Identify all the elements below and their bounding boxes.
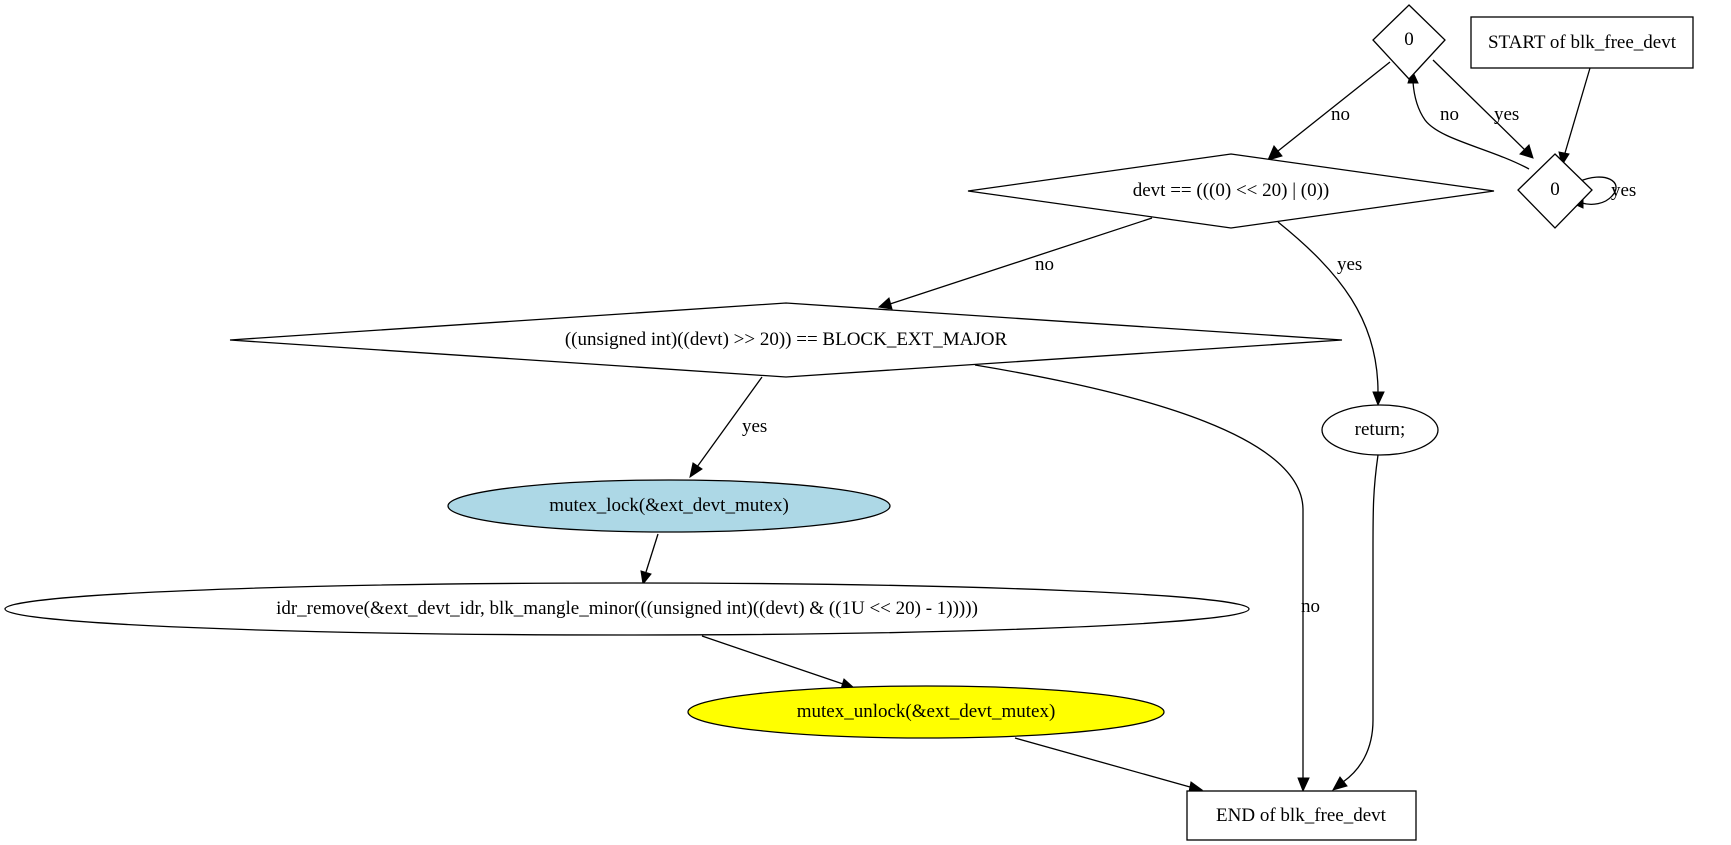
node-label: 0 (1404, 29, 1414, 50)
edge-start-to-loop (1558, 67, 1591, 167)
edge-label-yes: yes (1611, 180, 1636, 201)
node-return: return; (1321, 404, 1439, 456)
node-label: END of blk_free_devt (1216, 805, 1387, 826)
node-cond-top: 0 (1372, 4, 1446, 80)
node-label: return; (1355, 419, 1406, 440)
node-cond-loop: 0 (1517, 153, 1593, 229)
node-label: idr_remove(&ext_devt_idr, blk_mangle_min… (276, 598, 978, 619)
node-cond-devt: devt == (((0) << 20) | (0)) (967, 153, 1495, 229)
edge-label-no: no (1301, 596, 1320, 617)
edge-label-yes: yes (1494, 104, 1519, 125)
edge-loop-to-top-no: no (1407, 68, 1530, 170)
node-mutex-unlock: mutex_unlock(&ext_devt_mutex) (687, 685, 1165, 739)
node-start: START of blk_free_devt (1470, 16, 1694, 69)
node-cond-major: ((unsigned int)((devt) >> 20)) == BLOCK_… (229, 302, 1343, 378)
edge-idr-to-unlock (701, 635, 856, 690)
edge-major-to-lock-yes: yes (689, 376, 767, 479)
edge-top-to-devt-no: no (1267, 61, 1391, 161)
node-mutex-lock: mutex_lock(&ext_devt_mutex) (447, 479, 891, 533)
edge-label-no: no (1035, 254, 1054, 275)
node-label: mutex_unlock(&ext_devt_mutex) (797, 701, 1056, 722)
edge-unlock-to-end (1014, 737, 1204, 793)
edge-label-no: no (1440, 104, 1459, 125)
edge-devt-to-return-yes: yes (1277, 221, 1385, 407)
edge-label-no: no (1331, 104, 1350, 125)
edge-major-to-end-no: no (974, 364, 1320, 793)
edge-label-yes: yes (742, 416, 767, 437)
node-label: mutex_lock(&ext_devt_mutex) (549, 495, 789, 516)
node-label: devt == (((0) << 20) | (0)) (1133, 180, 1330, 201)
node-label: START of blk_free_devt (1488, 32, 1677, 53)
node-label: 0 (1550, 179, 1560, 200)
node-label: ((unsigned int)((devt) >> 20)) == BLOCK_… (565, 329, 1008, 350)
edge-devt-to-major-no: no (877, 217, 1153, 310)
node-idr-remove: idr_remove(&ext_devt_idr, blk_mangle_min… (4, 582, 1250, 636)
edge-return-to-end (1331, 454, 1379, 791)
edge-label-yes: yes (1337, 254, 1362, 275)
edge-lock-to-idr (640, 533, 659, 586)
node-end: END of blk_free_devt (1186, 790, 1417, 841)
edge-top-to-loop-yes: yes (1432, 59, 1534, 159)
